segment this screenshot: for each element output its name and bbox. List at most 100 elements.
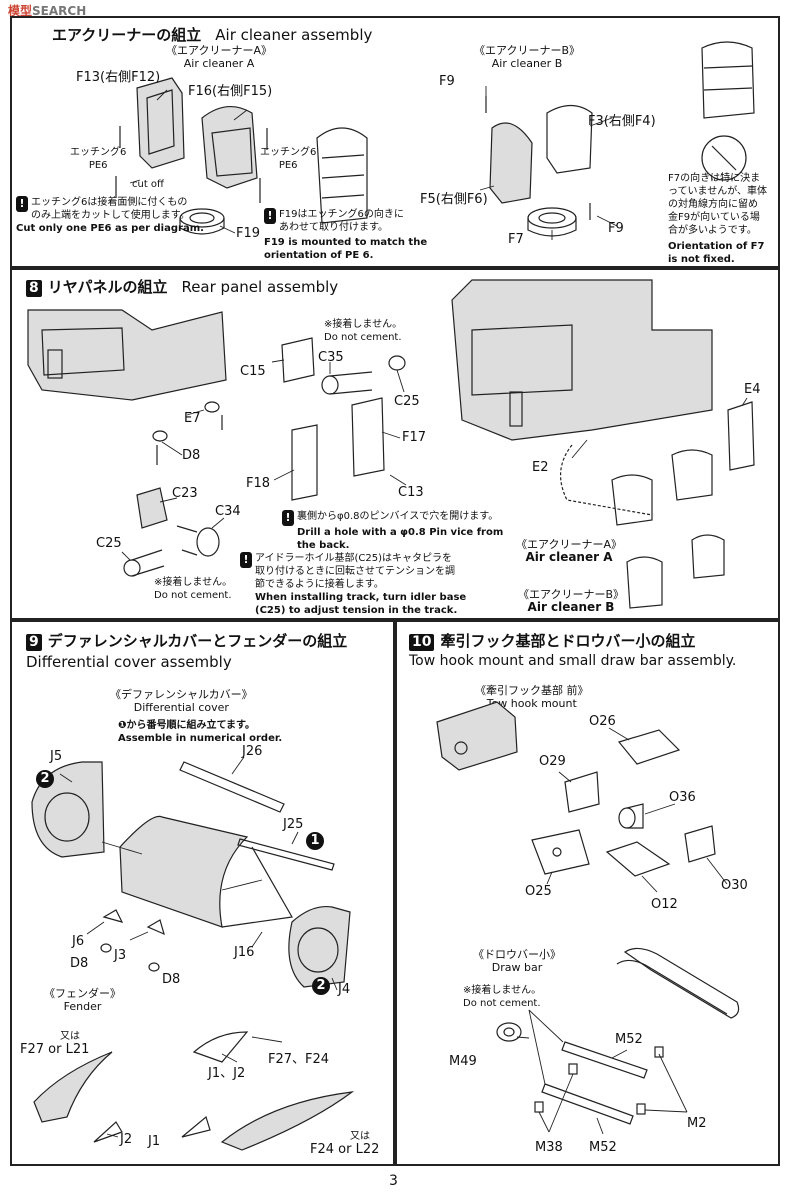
label-f9-top: F9 bbox=[439, 74, 455, 89]
label-dnc-top: ※接着しません。 Do not cement. bbox=[324, 319, 403, 343]
label-m52-a: M52 bbox=[615, 1032, 643, 1047]
differential-leader-lines bbox=[59, 756, 338, 1138]
warning-icon: ! bbox=[240, 552, 252, 568]
note-idler: !アイドラーホイル基部(C25)はキャタピラを 取り付けるときに回転させてテンシ… bbox=[240, 552, 466, 617]
note-pe6: !エッチング6は接着面側に付くもの のみ上端をカットして使用します。 Cut o… bbox=[16, 196, 204, 234]
step8-title: リヤパネルの組立 bbox=[47, 278, 168, 296]
label-f9-bottom: F9 bbox=[608, 221, 624, 236]
note-f7-en: Orientation of F7 is not fixed. bbox=[668, 241, 765, 265]
label-c34: C34 bbox=[215, 504, 241, 519]
step-circle-1: 1 bbox=[306, 829, 324, 850]
air-cleaner-leader-lines bbox=[129, 86, 618, 240]
step9-panel: 9 デファレンシャルカバーとフェンダーの組立 Differential cover… bbox=[10, 620, 395, 1166]
step9-title: デファレンシャルカバーとフェンダーの組立 bbox=[47, 632, 348, 650]
label-c23: C23 bbox=[172, 486, 198, 501]
label-o29: O29 bbox=[539, 754, 566, 769]
step7-heading: エアクリーナーの組立 Air cleaner assembly bbox=[52, 24, 372, 45]
label-o25: O25 bbox=[525, 884, 552, 899]
sub-air-cleaner-a: 《エアクリーナーA》Air cleaner A bbox=[166, 44, 272, 70]
step10-heading: 10 牽引フック基部とドロウバー小の組立 Tow hook mount and s… bbox=[409, 630, 736, 669]
label-j1: J1 bbox=[148, 1134, 161, 1149]
step10-title-en: Tow hook mount and small draw bar assemb… bbox=[409, 653, 737, 669]
label-dnc-bottom: ※接着しません。 Do not cement. bbox=[154, 577, 233, 601]
label-cut-off: cut off bbox=[132, 179, 164, 190]
label-j5: J5 bbox=[50, 749, 63, 764]
step8-panel: 8 リヤパネルの組立 Rear panel assembly bbox=[10, 268, 780, 620]
tow-hook-diagram bbox=[436, 701, 740, 1125]
label-j3: J3 bbox=[114, 948, 127, 963]
label-c25-bottom: C25 bbox=[96, 536, 122, 551]
step10-panel: 10 牽引フック基部とドロウバー小の組立 Tow hook mount and s… bbox=[395, 620, 780, 1166]
step-circle-2a: 2 bbox=[36, 767, 54, 788]
label-o26: O26 bbox=[589, 714, 616, 729]
label-f7: F7 bbox=[508, 232, 524, 247]
label-e4: E4 bbox=[744, 382, 761, 397]
warning-icon: ! bbox=[16, 196, 28, 212]
note-drill: !裏側からφ0.8のピンバイスで穴を開けます。 Drill a hole wit… bbox=[282, 510, 503, 552]
warning-icon: ! bbox=[264, 208, 276, 224]
label-j2: J2 bbox=[120, 1132, 133, 1147]
label-j25: J25 bbox=[283, 817, 304, 832]
step10-number: 10 bbox=[409, 634, 435, 651]
step7-panel: エアクリーナーの組立 Air cleaner assembly 《エアクリーナーA… bbox=[10, 16, 780, 268]
label-c25-top: C25 bbox=[394, 394, 420, 409]
sub-air-cleaner-b-8: 《エアクリーナーB》Air cleaner B bbox=[518, 588, 624, 614]
note-f19: !F19はエッチング6の向きに あわせて取り付けます。 F19 is mount… bbox=[264, 208, 428, 261]
step9-title-en: Differential cover assembly bbox=[26, 653, 232, 671]
label-d8-b: D8 bbox=[162, 972, 181, 987]
label-d8: D8 bbox=[182, 448, 201, 463]
label-f19: F19 bbox=[236, 226, 261, 241]
watermark: 模型SEARCH bbox=[8, 4, 87, 18]
step8-title-en: Rear panel assembly bbox=[181, 278, 339, 296]
label-dnc-drawbar: ※接着しません。 Do not cement. bbox=[463, 985, 542, 1009]
air-cleaner-a-diagram bbox=[115, 41, 755, 237]
sub-air-cleaner-b: 《エアクリーナーB》Air cleaner B bbox=[474, 44, 580, 70]
step9-number: 9 bbox=[26, 634, 42, 651]
label-o30: O30 bbox=[721, 878, 748, 893]
sub-draw-bar: 《ドロウバー小》Draw bar bbox=[473, 948, 561, 974]
label-m38: M38 bbox=[535, 1140, 563, 1155]
label-m2: M2 bbox=[687, 1116, 707, 1131]
step7-title: エアクリーナーの組立 bbox=[52, 26, 202, 44]
label-pe6-left: エッチング6 PE6 bbox=[70, 147, 127, 171]
label-f24-l22: F24 or L22 bbox=[310, 1142, 380, 1157]
label-f16: F16(右側F15) bbox=[188, 84, 273, 99]
rear-panel-diagram bbox=[27, 279, 755, 609]
label-f5: F5(右側F6) bbox=[420, 192, 488, 207]
label-j6: J6 bbox=[72, 934, 85, 949]
label-o12: O12 bbox=[651, 897, 678, 912]
label-d8-a: D8 bbox=[70, 956, 89, 971]
sub-fender: 《フェンダー》Fender bbox=[44, 987, 121, 1013]
label-e7: E7 bbox=[184, 411, 201, 426]
note-order: ❶から番号順に組み立てます。Assemble in numerical orde… bbox=[118, 720, 283, 744]
label-m52-b: M52 bbox=[589, 1140, 617, 1155]
label-j16: J16 bbox=[234, 945, 255, 960]
label-pe6-right: エッチング6 PE6 bbox=[260, 147, 317, 171]
label-f3: F3(右側F4) bbox=[588, 114, 656, 129]
label-f27-l21: F27 or L21 bbox=[20, 1042, 90, 1057]
step8-number: 8 bbox=[26, 280, 42, 297]
step-circle-2b: 2 bbox=[312, 974, 330, 995]
label-c13: C13 bbox=[398, 485, 424, 500]
label-f13: F13(右側F12) bbox=[76, 70, 161, 85]
label-j4: J4 bbox=[338, 982, 351, 997]
warning-icon: ! bbox=[282, 510, 294, 526]
sub-air-cleaner-a-8: 《エアクリーナーA》Air cleaner A bbox=[516, 538, 622, 564]
page-number: 3 bbox=[389, 1173, 398, 1189]
label-o36: O36 bbox=[669, 790, 696, 805]
label-e2: E2 bbox=[532, 460, 549, 475]
label-f18: F18 bbox=[246, 476, 271, 491]
tow-hook-leader-lines bbox=[516, 727, 728, 1135]
label-j1-j2: J1、J2 bbox=[208, 1066, 246, 1081]
note-f7-jp: F7の向きは特に決ま っていませんが、車体 の対角線方向に留め 金F9が向いてい… bbox=[668, 173, 767, 236]
differential-cover-diagram bbox=[31, 761, 355, 1151]
step9-heading: 9 デファレンシャルカバーとフェンダーの組立 Differential cover… bbox=[26, 630, 347, 671]
sub-differential-cover: 《デファレンシャルカバー》Differential cover bbox=[110, 688, 253, 714]
step10-title: 牽引フック基部とドロウバー小の組立 bbox=[440, 632, 696, 650]
label-f17: F17 bbox=[402, 430, 427, 445]
sub-tow-hook: 《牽引フック基部 前》Tow hook mount bbox=[475, 684, 589, 710]
label-f27-f24: F27、F24 bbox=[268, 1052, 330, 1067]
step7-title-en: Air cleaner assembly bbox=[215, 26, 373, 44]
label-m49: M49 bbox=[449, 1054, 477, 1069]
label-j26: J26 bbox=[242, 744, 263, 759]
